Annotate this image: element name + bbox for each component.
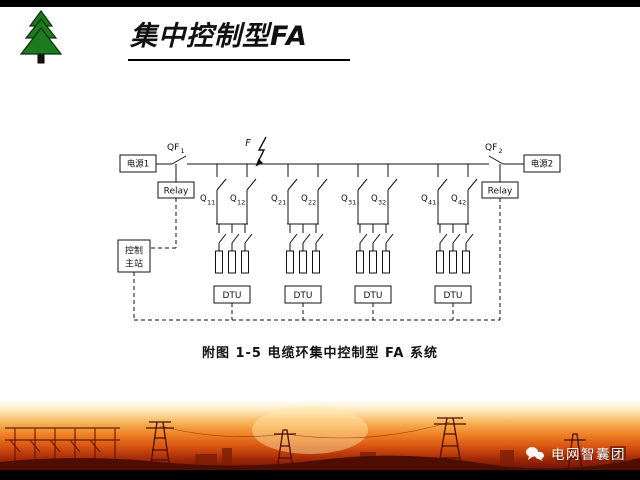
source2-label: 电源2 [531, 159, 553, 170]
qf2-breaker-symbol [488, 155, 504, 165]
source1-box [119, 154, 157, 173]
dtu-label-1: DTU [222, 291, 241, 301]
feeder-load-boxes [215, 250, 470, 274]
dtu-label-3: DTU [363, 291, 382, 301]
pine-tree-logo [19, 10, 63, 64]
substation-silhouette [5, 427, 120, 470]
feeder-lines [218, 224, 474, 251]
ring-feeder-line [156, 155, 524, 182]
brand-badge: 电网智囊团 [525, 443, 626, 463]
qf2-sub: 2 [499, 147, 503, 155]
dtu-label-2: DTU [293, 291, 312, 301]
q41-sub: 41 [428, 199, 436, 207]
dtu-label-4: DTU [443, 291, 462, 301]
q42-sub: 42 [458, 199, 466, 207]
qf2-label: QF [485, 143, 497, 153]
dtu-box-2 [284, 285, 322, 304]
qf1-sub: 1 [181, 147, 185, 155]
control-dashed-links [133, 198, 501, 321]
relay-left-label: Relay [164, 187, 189, 197]
q41-label: Q [421, 194, 428, 204]
control-station-line2: 主站 [125, 258, 143, 270]
q31-label: Q [341, 194, 348, 204]
sunset-towers-image [0, 400, 640, 470]
foreground-ridge [0, 455, 640, 470]
q32-label: Q [371, 194, 378, 204]
fa-circuit-diagram: 电源1 电源2 QF 1 QF 2 F Relay Relay 控制 主站 Q … [117, 136, 561, 321]
source1-label: 电源1 [127, 159, 149, 170]
control-station-box [117, 239, 151, 273]
q21-sub: 21 [278, 199, 286, 207]
q12-label: Q [230, 194, 237, 204]
q22-sub: 22 [308, 199, 316, 207]
dtu-box-1 [213, 285, 251, 304]
q11-sub: 11 [207, 199, 215, 207]
relay-tap-lines [175, 164, 501, 182]
q11-label: Q [200, 194, 207, 204]
source2-box [523, 154, 561, 173]
transmission-towers-silhouette [146, 417, 586, 470]
q42-label: Q [451, 194, 458, 204]
bottom-black-bar [0, 470, 640, 480]
slide-title: 集中控制型FA [128, 20, 350, 61]
ring-switch-risers [216, 164, 478, 224]
qf1-breaker-symbol [171, 155, 187, 165]
wechat-icon [526, 446, 544, 461]
brand-name: 电网智囊团 [551, 447, 626, 463]
q32-sub: 32 [378, 199, 386, 207]
relay-right-box [481, 181, 519, 199]
q12-sub: 12 [237, 199, 245, 207]
fault-label: F [245, 138, 251, 149]
relay-right-label: Relay [488, 187, 513, 197]
figure-caption: 附图 1-5 电缆环集中控制型 FA 系统 [201, 346, 439, 361]
fault-lightning-icon [255, 136, 267, 167]
q21-label: Q [271, 194, 278, 204]
dtu-box-3 [354, 285, 392, 304]
q31-sub: 31 [348, 199, 356, 207]
qf1-label: QF [167, 143, 179, 153]
control-station-line1: 控制 [125, 245, 143, 257]
dtu-box-4 [434, 285, 472, 304]
relay-left-box [157, 181, 195, 199]
top-black-bar [0, 0, 640, 7]
q22-label: Q [301, 194, 308, 204]
